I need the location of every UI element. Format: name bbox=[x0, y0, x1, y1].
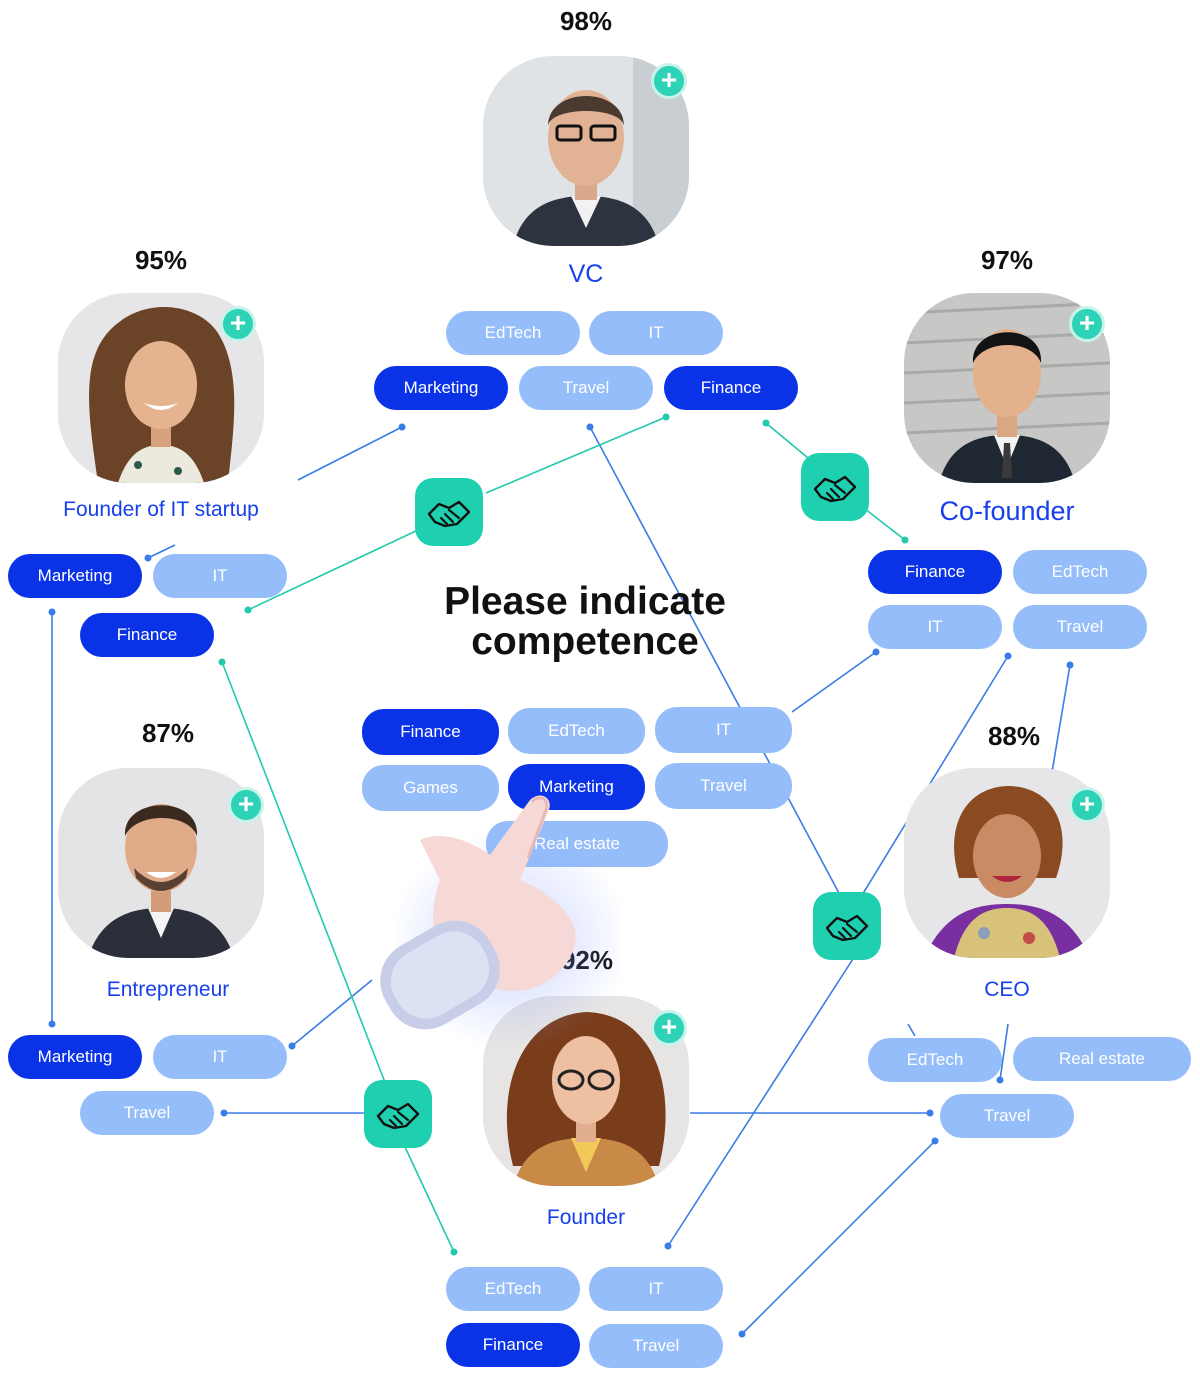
founder-it-tag-marketing[interactable]: Marketing bbox=[8, 554, 142, 598]
vc-tag-travel[interactable]: Travel bbox=[519, 366, 653, 410]
cofounder-tag-it[interactable]: IT bbox=[868, 605, 1002, 649]
founder-add-button[interactable]: + bbox=[651, 1010, 687, 1046]
entrepreneur-add-button[interactable]: + bbox=[228, 787, 264, 823]
cofounder-add-button[interactable]: + bbox=[1069, 306, 1105, 342]
competence-option-finance[interactable]: Finance bbox=[362, 709, 499, 755]
entrepreneur-tag-it[interactable]: IT bbox=[153, 1035, 287, 1079]
vc-match-percent: 98% bbox=[506, 6, 666, 37]
founder-it-role-label: Founder of IT startup bbox=[11, 498, 311, 522]
ceo-role-label: CEO bbox=[857, 978, 1157, 1002]
cofounder-match-percent: 97% bbox=[927, 245, 1087, 276]
founder-tag-finance[interactable]: Finance bbox=[446, 1323, 580, 1367]
cofounder-tag-finance[interactable]: Finance bbox=[868, 550, 1002, 594]
vc-tag-marketing[interactable]: Marketing bbox=[374, 366, 508, 410]
ceo-tag-travel[interactable]: Travel bbox=[940, 1094, 1074, 1138]
cofounder-tag-travel[interactable]: Travel bbox=[1013, 605, 1147, 649]
vc-tag-finance[interactable]: Finance bbox=[664, 366, 798, 410]
competence-option-edtech[interactable]: EdTech bbox=[508, 708, 645, 754]
ceo-tag-real-estate[interactable]: Real estate bbox=[1013, 1037, 1191, 1081]
founder-tag-it[interactable]: IT bbox=[589, 1267, 723, 1311]
handshake-icon bbox=[813, 892, 881, 960]
ceo-add-button[interactable]: + bbox=[1069, 787, 1105, 823]
entrepreneur-tag-marketing[interactable]: Marketing bbox=[8, 1035, 142, 1079]
pointing-hand-icon bbox=[360, 780, 620, 1080]
entrepreneur-role-label: Entrepreneur bbox=[18, 978, 318, 1002]
vc-role-label: VC bbox=[436, 260, 736, 289]
founder-tag-edtech[interactable]: EdTech bbox=[446, 1267, 580, 1311]
competence-option-travel[interactable]: Travel bbox=[655, 763, 792, 809]
competence-option-it[interactable]: IT bbox=[655, 707, 792, 753]
entrepreneur-match-percent: 87% bbox=[88, 718, 248, 749]
entrepreneur-tag-travel[interactable]: Travel bbox=[80, 1091, 214, 1135]
cofounder-role-label: Co-founder bbox=[857, 496, 1157, 527]
vc-tag-it[interactable]: IT bbox=[589, 311, 723, 355]
founder-it-tag-it[interactable]: IT bbox=[153, 554, 287, 598]
ceo-match-percent: 88% bbox=[934, 721, 1094, 752]
handshake-icon bbox=[801, 453, 869, 521]
handshake-icon bbox=[364, 1080, 432, 1148]
founder-it-tag-finance[interactable]: Finance bbox=[80, 613, 214, 657]
vc-tag-edtech[interactable]: EdTech bbox=[446, 311, 580, 355]
founder-it-match-percent: 95% bbox=[81, 245, 241, 276]
handshake-icon bbox=[415, 478, 483, 546]
vc-add-button[interactable]: + bbox=[651, 63, 687, 99]
cofounder-tag-edtech[interactable]: EdTech bbox=[1013, 550, 1147, 594]
ceo-tag-edtech[interactable]: EdTech bbox=[868, 1038, 1002, 1082]
founder-tag-travel[interactable]: Travel bbox=[589, 1324, 723, 1368]
founder-role-label: Founder bbox=[436, 1206, 736, 1230]
founder-it-add-button[interactable]: + bbox=[220, 306, 256, 342]
page-title: Please indicate competence bbox=[380, 582, 790, 662]
